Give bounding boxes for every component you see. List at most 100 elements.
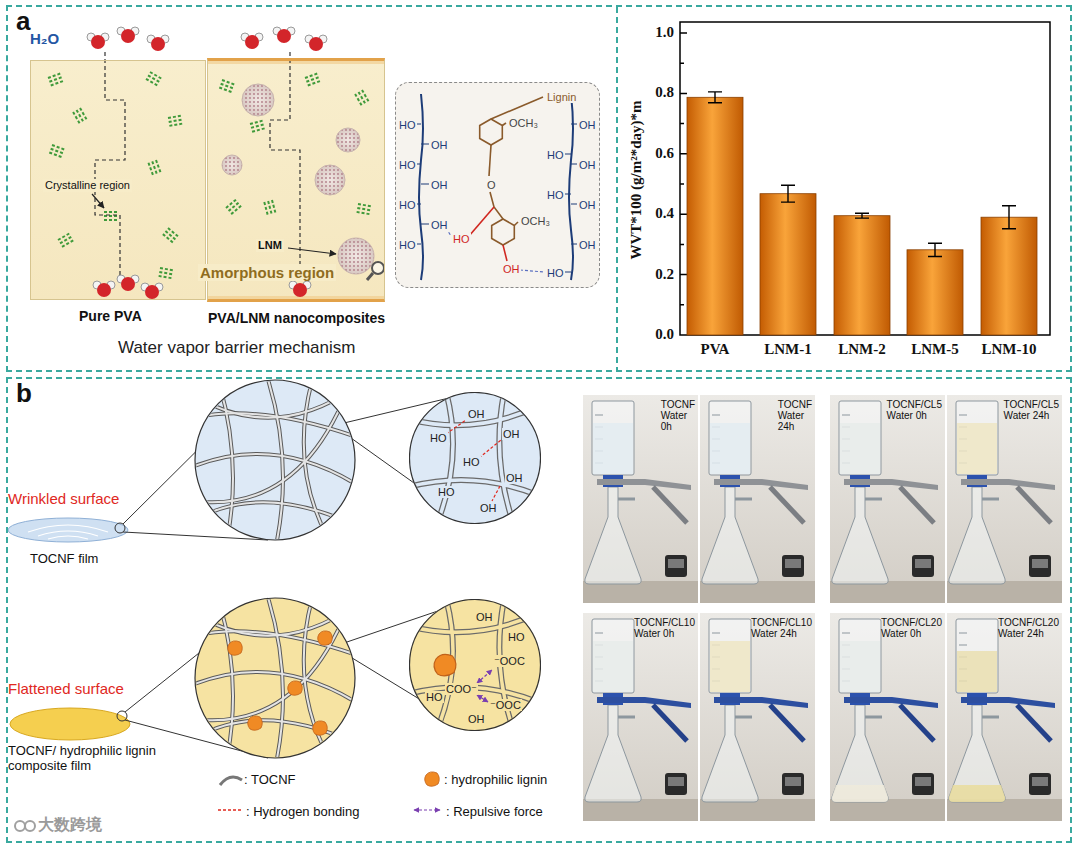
chem-label: OH	[578, 159, 597, 171]
lignin-structure	[469, 207, 494, 236]
hydrogen-bond	[520, 270, 544, 272]
chem-label: OCH₃	[520, 215, 551, 227]
chem-label: ⁻OOC	[493, 655, 526, 667]
chem-label: ⁻OOC	[489, 699, 522, 711]
bar-chart	[760, 194, 816, 335]
chem-label: OH	[505, 472, 524, 484]
lignin-nanoparticles	[222, 155, 242, 175]
chem-label: OCH₃	[508, 117, 539, 129]
film-name: TOCNF/ hydrophilic lignin composite film	[8, 744, 188, 774]
lignin-nanoparticles	[222, 155, 242, 175]
category-label: LNM-10	[982, 341, 1037, 358]
filtration-photo	[844, 697, 938, 741]
filtration-photo	[700, 613, 815, 821]
zoom-detail	[477, 695, 488, 702]
crystalline-marks	[148, 160, 160, 176]
chem-label: HO	[425, 691, 444, 703]
crystalline-marks	[146, 72, 162, 86]
chem-label: OH	[475, 611, 494, 623]
filtration-photo	[957, 423, 997, 474]
filtration-photo	[947, 613, 1062, 821]
chem-label: HO	[398, 239, 417, 251]
lignin-structure	[514, 222, 518, 226]
crystalline-marks	[48, 73, 64, 85]
lignin-nanoparticles	[315, 165, 345, 195]
chem-label: HO	[462, 456, 481, 468]
zoom-outline	[410, 600, 541, 731]
chem-label: HO	[398, 199, 417, 211]
crystalline-marks	[159, 268, 174, 278]
zoom-line	[115, 523, 125, 533]
polymer-film	[30, 60, 206, 300]
crystalline-marks	[264, 200, 275, 216]
filtration-photo	[597, 697, 691, 741]
chem-label: OH	[502, 263, 521, 275]
zoom-detail	[409, 599, 541, 731]
bar-chart	[687, 97, 743, 335]
water-molecule	[289, 281, 311, 297]
legend-text: : Hydrogen bonding	[246, 804, 359, 819]
lignin-nanoparticles	[336, 128, 360, 152]
chem-label: HO	[452, 233, 471, 245]
filtration-photo	[957, 651, 997, 692]
legend-entry: : Repulsive force	[446, 802, 543, 820]
magnifier-icon	[372, 262, 384, 274]
water-molecule	[305, 35, 327, 51]
legend-entry: : hydrophilic lignin	[444, 770, 547, 788]
bar-chart	[680, 33, 687, 305]
pointer-arrow	[92, 194, 104, 208]
photo-caption: TOCNF/CL10 Water 24h	[751, 617, 812, 639]
chem-label: HO	[507, 631, 526, 643]
film-disc	[10, 708, 130, 740]
crystalline-marks	[219, 80, 235, 92]
legend-sample	[414, 809, 440, 810]
filtration-photo	[710, 423, 750, 474]
fiber-network	[248, 716, 263, 730]
legend-sample	[218, 809, 242, 811]
chem-label: OH	[578, 119, 597, 131]
filtration-photo	[961, 479, 1055, 523]
photo-caption: TOCNF Water 24h	[778, 399, 812, 432]
panel-letter: b	[16, 380, 32, 406]
zoom-detail	[477, 670, 492, 683]
zoom-detail	[477, 670, 492, 702]
lignin-nanoparticles	[338, 238, 374, 274]
pointer-arrow	[92, 194, 336, 254]
axis-tick-label: 0.8	[640, 84, 674, 101]
film-name: TOCNF film	[30, 552, 98, 567]
zoom-outline	[410, 393, 541, 524]
chem-label: COO⁻	[445, 683, 478, 695]
category-label: PVA	[701, 341, 730, 358]
legend-text: : hydrophilic lignin	[444, 772, 547, 787]
filtration-photo	[583, 395, 698, 603]
crystalline-marks	[226, 199, 242, 214]
filtration-photo	[844, 479, 938, 523]
surface-label: Flattened surface	[8, 680, 124, 697]
bar-chart	[708, 92, 722, 103]
filtration-photo	[830, 613, 945, 821]
photo-panel: TOCNF/CL20 Water 0h	[830, 613, 945, 821]
fiber-network	[318, 631, 333, 645]
photo-caption: TOCNF Water 0h	[661, 399, 695, 432]
zoom-detail	[405, 388, 545, 528]
filtration-photo	[700, 395, 815, 603]
lignin-structure	[503, 245, 507, 261]
photo-panel: TOCNF/CL10 Water 24h	[700, 613, 815, 821]
film-disc	[8, 518, 128, 542]
fiber-network	[185, 588, 365, 768]
photo-panel: TOCNF Water 24h	[700, 395, 815, 603]
bar-chart	[981, 217, 1037, 335]
filtration-photo	[597, 479, 691, 523]
panel-divider	[616, 7, 618, 370]
lignin-nanoparticles	[242, 84, 274, 116]
bar-chart	[855, 213, 869, 218]
crystalline-marks	[357, 204, 372, 214]
legend-entry: : Hydrogen bonding	[246, 802, 359, 820]
film-disc: Flattened surfaceTOCNF/ hydrophilic lign…	[8, 680, 193, 780]
bar-chart	[708, 92, 1016, 257]
zoom-line	[117, 711, 127, 721]
polymer-chain	[414, 124, 429, 244]
photo-panel: TOCNF/CL5 Water 24h	[947, 395, 1062, 603]
filtration-photo	[714, 697, 808, 741]
